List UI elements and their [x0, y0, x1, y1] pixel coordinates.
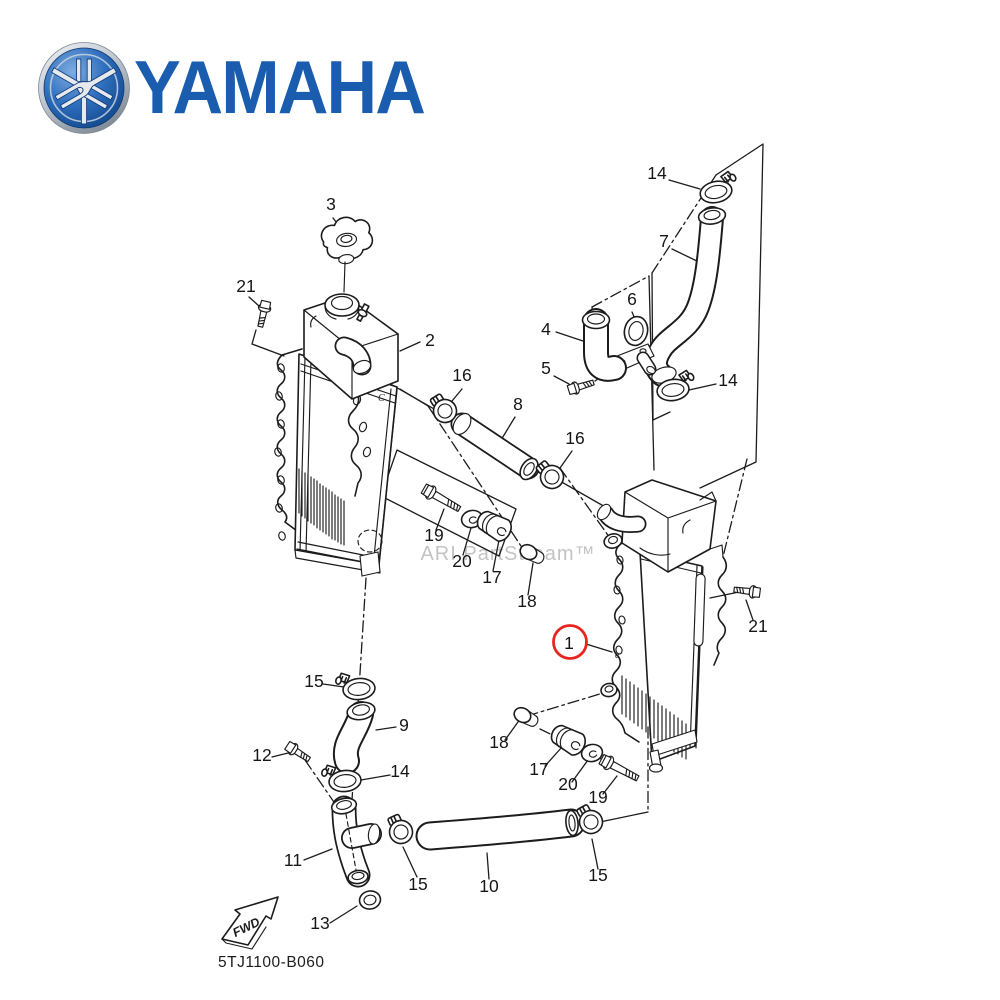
- fwd-marker: FWD: [221, 896, 279, 950]
- clamp-16-right-drawing: [533, 454, 569, 494]
- bolt-5-drawing: [566, 375, 596, 397]
- bracket-mark-c: C: [378, 393, 385, 404]
- bolt-12-drawing: [283, 739, 314, 766]
- tee-pipe-11-drawing: [330, 795, 382, 888]
- part-callout-14: 14: [718, 370, 738, 390]
- part-callout-15: 15: [304, 671, 323, 691]
- part-callout-2: 2: [425, 330, 435, 350]
- part-callout-9: 9: [399, 715, 409, 735]
- part-callout-8: 8: [513, 394, 523, 414]
- part-callout-18: 18: [489, 732, 508, 752]
- cap-stem-line: [343, 261, 346, 293]
- part-callout-12: 12: [252, 745, 271, 765]
- radiator-left-drawing: C: [274, 293, 399, 577]
- bolt-19-lower-drawing: [597, 752, 642, 786]
- joint-pipe-4-drawing: [581, 308, 657, 382]
- part-callout-20: 20: [452, 551, 472, 571]
- tube-8-drawing: [450, 412, 540, 481]
- part-callout-13: 13: [310, 913, 329, 933]
- tuning-forks-icon: [51, 58, 117, 125]
- yamaha-wordmark: YAMAHA: [134, 45, 425, 129]
- part-callout-19: 19: [588, 787, 607, 807]
- part-callout-21: 21: [236, 276, 255, 296]
- radiator-cap-drawing: [320, 216, 374, 265]
- hose-9-drawing: [332, 701, 376, 774]
- radiator-right-drawing: e: [596, 479, 728, 773]
- part-callout-5: 5: [541, 358, 551, 378]
- part-callout-4: 4: [541, 319, 551, 339]
- part-callout-10: 10: [479, 876, 499, 896]
- part-callout-16: 16: [565, 428, 584, 448]
- part-callout-17: 17: [482, 567, 501, 587]
- bolt-19-upper-drawing: [419, 481, 464, 516]
- highlight-circle-part-1: [552, 624, 588, 660]
- watermark-text: ARI PartStream™: [420, 543, 595, 565]
- part-callout-21: 21: [748, 616, 767, 636]
- diagram-code-text: 5TJ1100-B060: [218, 954, 325, 971]
- bracket-mark-e: e: [615, 650, 620, 661]
- clamp-14-top-drawing: [695, 169, 742, 207]
- part-callout-11: 11: [284, 850, 302, 870]
- oring-13-drawing: [358, 890, 382, 910]
- part-callout-17: 17: [529, 759, 548, 779]
- part-callout-15: 15: [588, 865, 607, 885]
- part-callout-18: 18: [517, 591, 536, 611]
- part-callout-14: 14: [390, 761, 410, 781]
- yamaha-logo: YAMAHA: [38, 42, 427, 134]
- part-callout-6: 6: [627, 289, 637, 309]
- part-callout-20: 20: [558, 774, 578, 794]
- oring-6-drawing: [620, 313, 652, 349]
- part-callout-1: 1: [564, 633, 574, 653]
- part-callout-16: 16: [452, 365, 471, 385]
- hose-10-drawing: [415, 808, 586, 851]
- part-callout-14: 14: [647, 163, 667, 183]
- hose-7-drawing: [643, 206, 727, 387]
- part-callout-15: 15: [408, 874, 427, 894]
- part-callout-7: 7: [659, 231, 669, 251]
- clamp-15-left-drawing: [385, 811, 416, 847]
- part-callout-3: 3: [326, 194, 336, 214]
- bolt-21-right-drawing: [732, 582, 762, 600]
- part-callout-19: 19: [424, 525, 443, 545]
